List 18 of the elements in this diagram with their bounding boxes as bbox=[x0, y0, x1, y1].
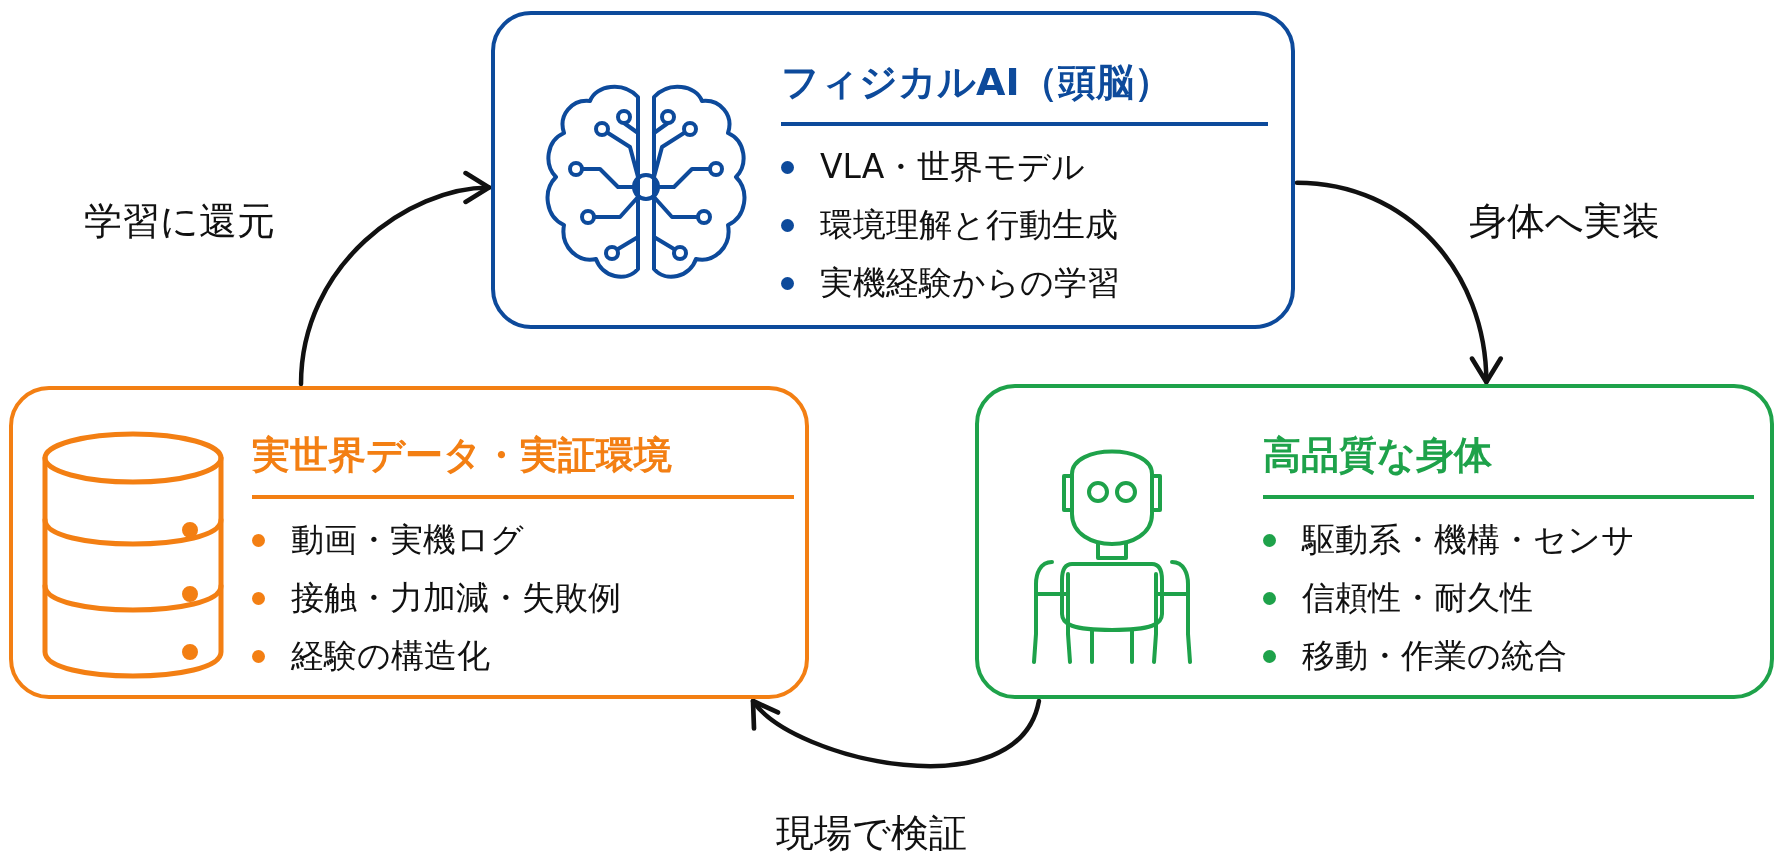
curved-arrow bbox=[298, 172, 492, 387]
rounded-card bbox=[9, 386, 809, 699]
bullet-text: 実機経験からの学習 bbox=[820, 261, 1120, 304]
bullet-text: 移動・作業の統合 bbox=[1302, 634, 1567, 677]
bullet-text: 経験の構造化 bbox=[291, 634, 490, 677]
bullet-text: VLA・世界モデル bbox=[820, 145, 1086, 188]
card-title: フィジカルAI（頭脳） bbox=[781, 59, 1172, 106]
bullet-text: 駆動系・機構・センサ bbox=[1302, 518, 1635, 561]
bullet-text: 動画・実機ログ bbox=[291, 518, 524, 561]
curved-arrow bbox=[750, 698, 1042, 769]
bullet-text: 接触・力加減・失敗例 bbox=[291, 576, 621, 619]
card-title: 実世界データ・実証環境 bbox=[252, 432, 672, 479]
curved-arrow bbox=[1294, 180, 1502, 385]
card-title: 高品質な身体 bbox=[1263, 432, 1492, 479]
rounded-card bbox=[491, 11, 1295, 329]
bullet-text: 環境理解と行動生成 bbox=[820, 203, 1118, 246]
bullet-text: 信頼性・耐久性 bbox=[1302, 576, 1533, 619]
rounded-card bbox=[975, 384, 1774, 699]
